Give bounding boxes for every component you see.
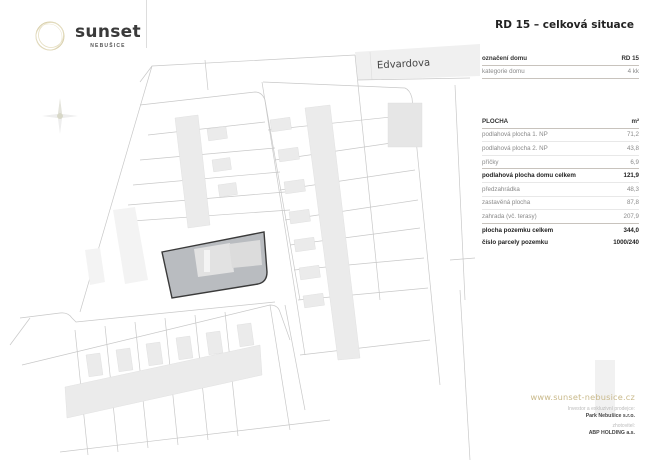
table-row: plocha pozemku celkem 344,0 — [482, 224, 639, 237]
house-info-table: označení domu RD 15 kategorie domu 4 kk — [482, 52, 639, 80]
highlighted-plot-rd15[interactable] — [161, 231, 268, 299]
row-value: 87,8 — [626, 199, 639, 207]
brand-logo[interactable]: sunset NEBUŠICE — [34, 20, 141, 52]
row-label: příčky — [482, 158, 499, 166]
row-value: 4 kk — [627, 68, 639, 76]
row-value: RD 15 — [621, 54, 639, 62]
table-row: podlahová plocha 2. NP 43,8 — [482, 142, 639, 156]
row-label: podlahová plocha domu celkem — [482, 172, 576, 180]
area-table-header: PLOCHA m² — [482, 115, 639, 129]
row-value: 48,3 — [626, 185, 639, 193]
sun-ring-icon — [35, 21, 65, 51]
table-row: číslo parcely pozemku 1000/240 — [482, 236, 639, 249]
house-designation-row: označení domu RD 15 — [482, 52, 639, 66]
row-value: 344,0 — [623, 226, 639, 234]
investor-name: Park Nebušice s.r.o. — [585, 413, 635, 419]
row-value: 121,9 — [623, 172, 639, 180]
builder-label: zhotovitel: — [612, 423, 635, 429]
table-row: podlahová plocha domu celkem 121,9 — [482, 169, 639, 183]
column-header-area: PLOCHA — [482, 117, 509, 125]
row-label: předzahrádka — [482, 185, 520, 193]
header-divider — [146, 0, 147, 48]
row-label: podlahová plocha 1. NP — [482, 131, 548, 139]
column-header-unit: m² — [631, 117, 639, 125]
row-value: 43,8 — [626, 144, 639, 152]
footer-info: www.sunset-nebusice.cz Investor a exkluz… — [530, 392, 635, 436]
row-label: kategorie domu — [482, 68, 525, 76]
row-value: 71,2 — [626, 131, 639, 139]
table-row: zahrada (vč. terasy) 207,9 — [482, 210, 639, 224]
table-row: předzahrádka 48,3 — [482, 183, 639, 197]
north-arrow-icon — [42, 98, 78, 134]
builder-name: ABP HOLDING a.s. — [588, 430, 635, 436]
row-label: označení domu — [482, 54, 528, 62]
brand-subtitle: NEBUŠICE — [90, 43, 126, 49]
table-row: podlahová plocha 1. NP 71,2 — [482, 129, 639, 143]
row-value: 1000/240 — [613, 239, 639, 247]
street-band — [355, 44, 480, 80]
row-value: 207,9 — [623, 212, 639, 220]
row-label: zastavěná plocha — [482, 199, 531, 207]
website-link[interactable]: www.sunset-nebusice.cz — [530, 392, 635, 402]
row-label: podlahová plocha 2. NP — [482, 144, 548, 152]
row-value: 6,9 — [630, 158, 639, 166]
brand-name: sunset — [75, 22, 141, 42]
row-label: číslo parcely pozemku — [482, 239, 549, 247]
table-row: zastavěná plocha 87,8 — [482, 197, 639, 211]
investor-label: Investor a exkluzivní prodejce: — [567, 406, 635, 412]
row-label: zahrada (vč. terasy) — [482, 212, 537, 220]
table-row: příčky 6,9 — [482, 156, 639, 170]
row-label: plocha pozemku celkem — [482, 226, 554, 234]
house-category-row: kategorie domu 4 kk — [482, 66, 639, 80]
page-title: RD 15 – celková situace — [495, 19, 634, 31]
